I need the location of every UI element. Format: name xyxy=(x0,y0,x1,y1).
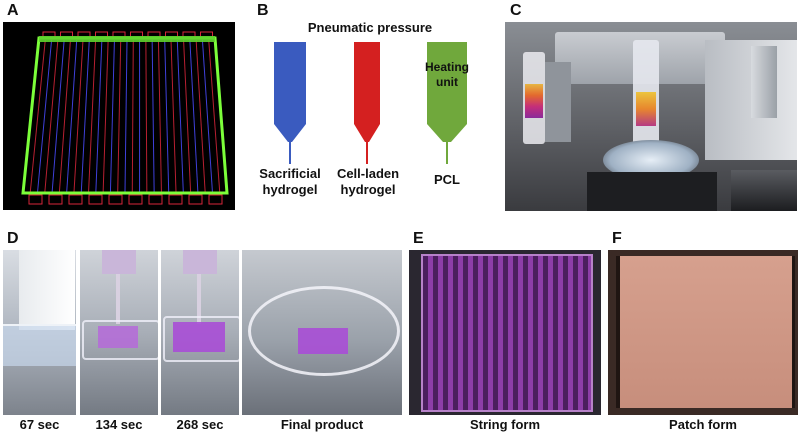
pcl-label: PCL xyxy=(434,172,460,187)
scaffold-strand xyxy=(157,39,162,193)
glass-dish xyxy=(3,324,76,366)
scaffold-strand xyxy=(88,39,97,193)
patch-form-construct xyxy=(616,256,795,408)
print-progress-photo-134s xyxy=(80,250,158,415)
scaffold-strand xyxy=(145,39,148,193)
caption-67-sec: 67 sec xyxy=(19,417,60,432)
nozzle-needle xyxy=(116,274,120,324)
panel-a-scaffold-render xyxy=(3,22,235,210)
heating-unit-nozzle-icon xyxy=(427,42,467,164)
scaffold-strand xyxy=(201,39,213,193)
final-construct xyxy=(298,328,348,354)
panel-d-letter: D xyxy=(7,230,19,247)
scaffold-grid-svg xyxy=(21,31,229,205)
left-syringe-holder xyxy=(545,62,571,142)
scaffold-strand xyxy=(117,39,122,193)
panel-c-letter: C xyxy=(510,2,522,19)
scaffold-tab-bottom xyxy=(108,194,123,205)
nozzle-housing xyxy=(19,250,75,330)
scaffold-tab-bottom xyxy=(128,194,143,205)
scaffold-strand xyxy=(66,39,78,193)
syringe xyxy=(102,250,136,274)
scaffold-strand xyxy=(183,39,192,193)
printer-cable xyxy=(731,170,797,211)
printed-construct xyxy=(98,326,138,348)
panel-a-letter: A xyxy=(7,2,19,19)
sacrificial-label: Sacrificial hydrogel xyxy=(259,166,321,197)
heating-unit-label: Heating unit xyxy=(424,60,469,89)
scaffold-strand xyxy=(109,39,115,193)
panel-e-letter: E xyxy=(413,230,424,247)
string-form-photo xyxy=(409,250,601,415)
sacrificial-nozzle-icon xyxy=(274,42,306,164)
caption-final-product: Final product xyxy=(280,417,364,432)
panel-f-letter: F xyxy=(612,230,622,247)
scaffold-strand xyxy=(95,39,103,193)
scaffold-strand xyxy=(73,39,84,193)
final-product-photo xyxy=(242,250,402,415)
petri-dish xyxy=(248,286,400,376)
panel-b-title: Pneumatic pressure xyxy=(307,20,433,35)
scaffold-strand xyxy=(189,39,199,193)
caption-134-sec: 134 sec xyxy=(95,417,143,432)
scaffold-strand xyxy=(170,39,177,193)
scaffold-tab-bottom xyxy=(188,194,203,205)
scaffold-strand xyxy=(195,39,206,193)
scaffold-tab-bottom xyxy=(28,194,43,205)
scaffold-tab-bottom xyxy=(208,194,223,205)
scaffold-strand xyxy=(102,39,109,193)
scaffold-tab-bottom xyxy=(168,194,183,205)
panel-b-letter: B xyxy=(257,2,269,19)
scaffold-strand xyxy=(151,39,155,193)
right-dispenser xyxy=(751,46,777,118)
nozzle-needle xyxy=(197,274,201,324)
scaffold-tab-bottom xyxy=(148,194,163,205)
scaffold-strand xyxy=(131,39,134,193)
scaffold-strand xyxy=(51,39,65,193)
scaffold-tab-bottom xyxy=(88,194,103,205)
panel-c-printer-photo xyxy=(505,22,797,211)
string-form-construct xyxy=(421,254,593,412)
scaffold-strand xyxy=(44,39,59,193)
patch-form-photo xyxy=(608,250,798,415)
scaffold-tab-bottom xyxy=(68,194,83,205)
scaffold-strand xyxy=(80,39,90,193)
printer-base xyxy=(587,172,717,211)
scaffold-strand xyxy=(208,39,221,193)
scaffold-strand xyxy=(124,39,128,193)
print-progress-photo-268s xyxy=(161,250,239,415)
center-syringe-gel xyxy=(636,92,656,126)
cell-laden-nozzle-icon xyxy=(354,42,380,164)
glass-dish xyxy=(163,316,239,362)
print-progress-photo-67s xyxy=(3,250,76,415)
scaffold-strand xyxy=(164,39,170,193)
scaffold-strand xyxy=(58,39,71,193)
caption-268-sec: 268 sec xyxy=(176,417,224,432)
left-syringe-gel xyxy=(525,84,543,118)
scaffold-tab-bottom xyxy=(48,194,63,205)
glass-dish xyxy=(82,320,158,360)
printed-construct xyxy=(173,322,225,352)
cell-laden-label: Cell-laden hydrogel xyxy=(336,166,400,197)
scaffold-strand xyxy=(176,39,184,193)
syringe xyxy=(183,250,217,274)
scaffold-top-band xyxy=(39,36,215,42)
scaffold-strand xyxy=(29,39,46,193)
scaffold-strand xyxy=(37,39,53,193)
caption-patch-form: Patch form xyxy=(669,417,737,432)
caption-string-form: String form xyxy=(469,417,541,432)
